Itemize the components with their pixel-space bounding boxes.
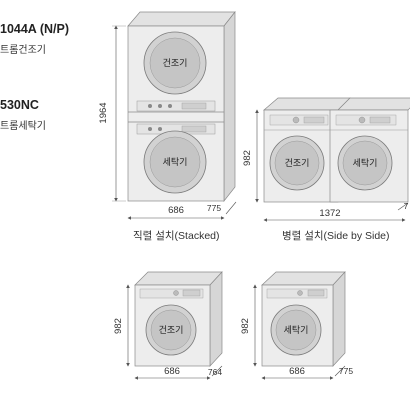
side-dryer-label: 건조기	[285, 158, 310, 168]
dryer-depth: 764	[208, 367, 222, 377]
side-by-side-caption: 병렬 설치(Side by Side)	[282, 230, 390, 242]
washer-depth: 775	[339, 366, 353, 376]
dryer-width: 686	[164, 366, 180, 377]
stacked-width: 686	[168, 205, 184, 216]
dryer-height: 982	[113, 318, 124, 334]
stacked-caption: 직렬 설치(Stacked)	[133, 230, 220, 242]
stacked-units: 건조기 세탁기 1964 686 775	[98, 10, 237, 220]
single-washer-unit: 세탁기 982 686 775	[240, 271, 353, 380]
dryer-door-label: 건조기	[163, 58, 188, 68]
side-washer-label: 세탁기	[353, 157, 378, 168]
single-dryer-unit: 건조기 982 686 764	[113, 271, 223, 380]
washer-product-name: 트롬세탁기	[0, 121, 46, 132]
washer-door-label: 세탁기	[163, 156, 188, 167]
dryer-product-name: 트롬건조기	[0, 45, 46, 56]
stacked-height: 1964	[98, 102, 109, 123]
dryer-model-number: 1044A (N/P)	[0, 22, 70, 36]
washer-height: 982	[240, 318, 251, 334]
single-washer-label: 세탁기	[284, 324, 309, 335]
washer-width: 686	[289, 366, 305, 377]
side-by-side-units: 건조기 세탁기 982 1372 7	[242, 97, 410, 222]
single-dryer-label: 건조기	[159, 325, 184, 335]
side-width: 1372	[319, 208, 340, 219]
side-depth: 7	[404, 201, 409, 211]
stacked-depth: 775	[207, 203, 221, 213]
side-height: 982	[242, 150, 253, 166]
washer-model-number: 530NC	[0, 98, 39, 112]
